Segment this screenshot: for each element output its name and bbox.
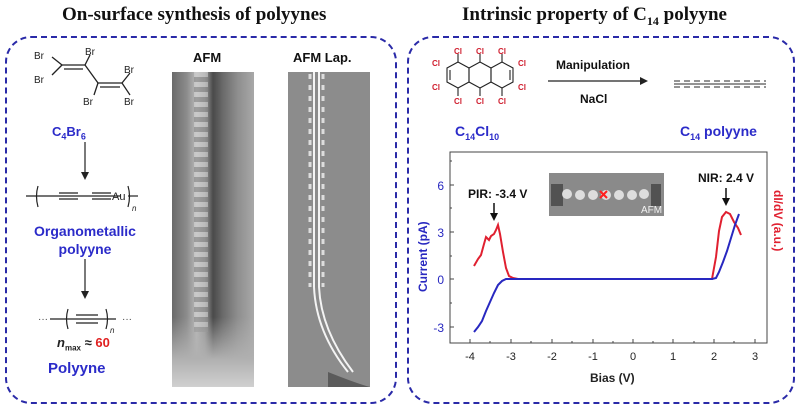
svg-text:6: 6 <box>437 179 444 193</box>
svg-text:Br: Br <box>124 65 135 76</box>
svg-text:Br: Br <box>83 97 94 108</box>
svg-text:Cl: Cl <box>476 48 484 56</box>
reaction-arrow-2 <box>81 259 89 299</box>
nmax-label: nmax ≈ 60 <box>57 335 110 353</box>
pir-arrow <box>490 203 498 221</box>
reaction-arrow-1 <box>81 142 89 180</box>
svg-text:Br: Br <box>124 97 135 108</box>
nir-arrow <box>722 188 730 206</box>
svg-text:···: ··· <box>38 314 48 325</box>
iv-didv-chart: -4 -3 -2 -1 0 1 2 3 6 3 0 -3 Bias (V) Current (… <box>416 151 785 385</box>
svg-text:Cl: Cl <box>476 97 484 106</box>
nmax-value: 60 <box>95 335 110 350</box>
y-axis-label-left: Current (pA) <box>416 221 430 292</box>
y-axis-ticks <box>450 160 454 328</box>
afm-laplacian-image <box>288 72 370 387</box>
right-title-main: Intrinsic property of C <box>462 4 647 25</box>
svg-text:n: n <box>132 204 137 213</box>
svg-text:-1: -1 <box>588 351 598 363</box>
svg-text:Cl: Cl <box>454 97 462 106</box>
svg-text:2: 2 <box>711 351 717 363</box>
organometallic-label: Organometallic polyyne <box>34 223 136 257</box>
svg-text:1: 1 <box>670 351 676 363</box>
y-axis-label-right: dI/dV (a.u.) <box>771 190 785 251</box>
c4br6-label: C4Br6 <box>52 124 86 142</box>
afm-image-label: AFM <box>193 50 222 65</box>
c14-polyyne-structure <box>674 80 766 88</box>
svg-text:Cl: Cl <box>498 97 506 106</box>
afm-inset-image: AFM <box>549 173 664 216</box>
right-title-sub: 14 <box>646 13 659 28</box>
svg-text:3: 3 <box>437 226 444 240</box>
nacl-label: NaCl <box>580 92 608 106</box>
x-tick-labels: -4 -3 -2 -1 0 1 2 3 <box>465 351 758 363</box>
nir-annotation: NIR: 2.4 V <box>698 171 754 185</box>
right-title-end: polyyne <box>658 4 727 25</box>
svg-text:Cl: Cl <box>518 83 526 92</box>
svg-text:-4: -4 <box>465 351 475 363</box>
polyyne-label: Polyyne <box>48 360 106 377</box>
svg-text:Cl: Cl <box>518 59 526 68</box>
svg-text:3: 3 <box>752 351 758 363</box>
x-axis-ticks <box>469 339 756 343</box>
left-panel-title: On-surface synthesis of polyynes <box>62 4 327 25</box>
pir-annotation: PIR: -3.4 V <box>468 187 527 201</box>
svg-text:-3: -3 <box>506 351 516 363</box>
right-panel-title: Intrinsic property of C14 polyyne <box>462 4 727 29</box>
svg-text:0: 0 <box>630 351 636 363</box>
c14-polyyne-label: C14 polyyne <box>680 123 757 142</box>
svg-text:Cl: Cl <box>432 59 440 68</box>
current-curve <box>473 213 740 333</box>
svg-text:-2: -2 <box>547 351 557 363</box>
svg-text:-3: -3 <box>433 321 444 335</box>
afm-inset-label: AFM <box>641 205 662 216</box>
c14cl10-label: C14Cl10 <box>455 123 500 142</box>
svg-text:···: ··· <box>122 314 132 325</box>
manipulation-label: Manipulation <box>556 58 630 72</box>
reaction-arrow-right <box>548 77 648 85</box>
au-label: Au <box>112 191 125 203</box>
svg-text:0: 0 <box>437 273 444 287</box>
svg-text:n: n <box>110 326 115 335</box>
svg-text:Cl: Cl <box>454 48 462 56</box>
afm-lap-image-label: AFM Lap. <box>293 50 352 65</box>
x-axis-label: Bias (V) <box>590 371 635 385</box>
c4br6-structure: Br Br Br Br Br Br <box>34 47 135 108</box>
didv-curve <box>473 210 742 280</box>
right-panel-frame <box>407 36 795 404</box>
svg-text:Cl: Cl <box>498 48 506 56</box>
afm-image <box>172 72 254 387</box>
svg-text:Cl: Cl <box>432 83 440 92</box>
organometallic-structure: Au n <box>26 185 138 213</box>
y-tick-labels: 6 3 0 -3 <box>433 179 444 335</box>
polyyne-structure: ··· ··· n <box>38 308 132 335</box>
left-panel-frame <box>5 36 397 404</box>
br-label: Br <box>34 51 45 62</box>
svg-text:Br: Br <box>34 75 45 86</box>
svg-text:Br: Br <box>85 47 96 58</box>
tip-position-marker <box>599 190 608 199</box>
